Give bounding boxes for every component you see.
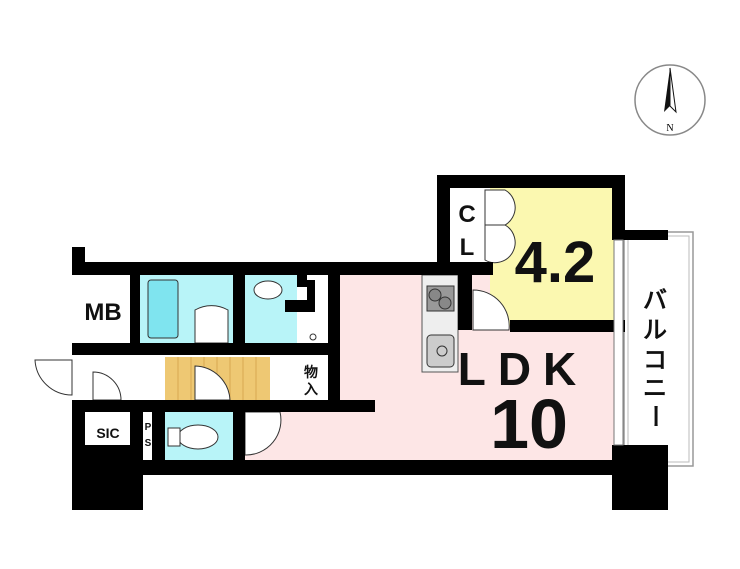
balcony-char: ル bbox=[643, 316, 667, 344]
closet-label-c: C bbox=[458, 201, 475, 228]
window bbox=[613, 239, 624, 446]
kitchen-sink-icon bbox=[426, 334, 455, 368]
sic-door[interactable] bbox=[92, 371, 122, 401]
balcony-char: コ bbox=[643, 346, 667, 374]
bedroom-size: 4.2 bbox=[515, 230, 596, 295]
balcony-label: バ ル コ ニ ー bbox=[641, 286, 669, 428]
north-arrow-icon bbox=[664, 68, 670, 112]
closet-label-l: L bbox=[460, 234, 475, 261]
mb-label: MB bbox=[84, 299, 121, 326]
sic-label: SIC bbox=[96, 425, 119, 441]
ldk-door[interactable] bbox=[244, 411, 282, 456]
ldk-size: 10 bbox=[490, 385, 568, 463]
toilet bbox=[177, 424, 219, 450]
north-label: N bbox=[666, 123, 673, 134]
balcony-char: ー bbox=[641, 404, 669, 428]
balcony-char: ニ bbox=[643, 374, 667, 402]
balcony-char: バ bbox=[643, 286, 667, 314]
walls bbox=[72, 175, 668, 510]
storage-label-2: 入 bbox=[304, 382, 318, 398]
ldk-label: LDK bbox=[458, 343, 589, 395]
bathtub bbox=[147, 279, 179, 339]
bathroom-door[interactable] bbox=[194, 305, 229, 344]
bedroom-door[interactable] bbox=[472, 289, 510, 331]
balcony bbox=[623, 231, 694, 467]
ps-label-s: S bbox=[145, 438, 152, 449]
compass: N bbox=[634, 64, 706, 136]
toilet-door[interactable] bbox=[194, 365, 231, 401]
entrance-door[interactable] bbox=[34, 359, 73, 396]
sink bbox=[253, 280, 283, 300]
storage-label-1: 物 bbox=[304, 364, 318, 381]
ps-label-p: P bbox=[145, 422, 152, 433]
